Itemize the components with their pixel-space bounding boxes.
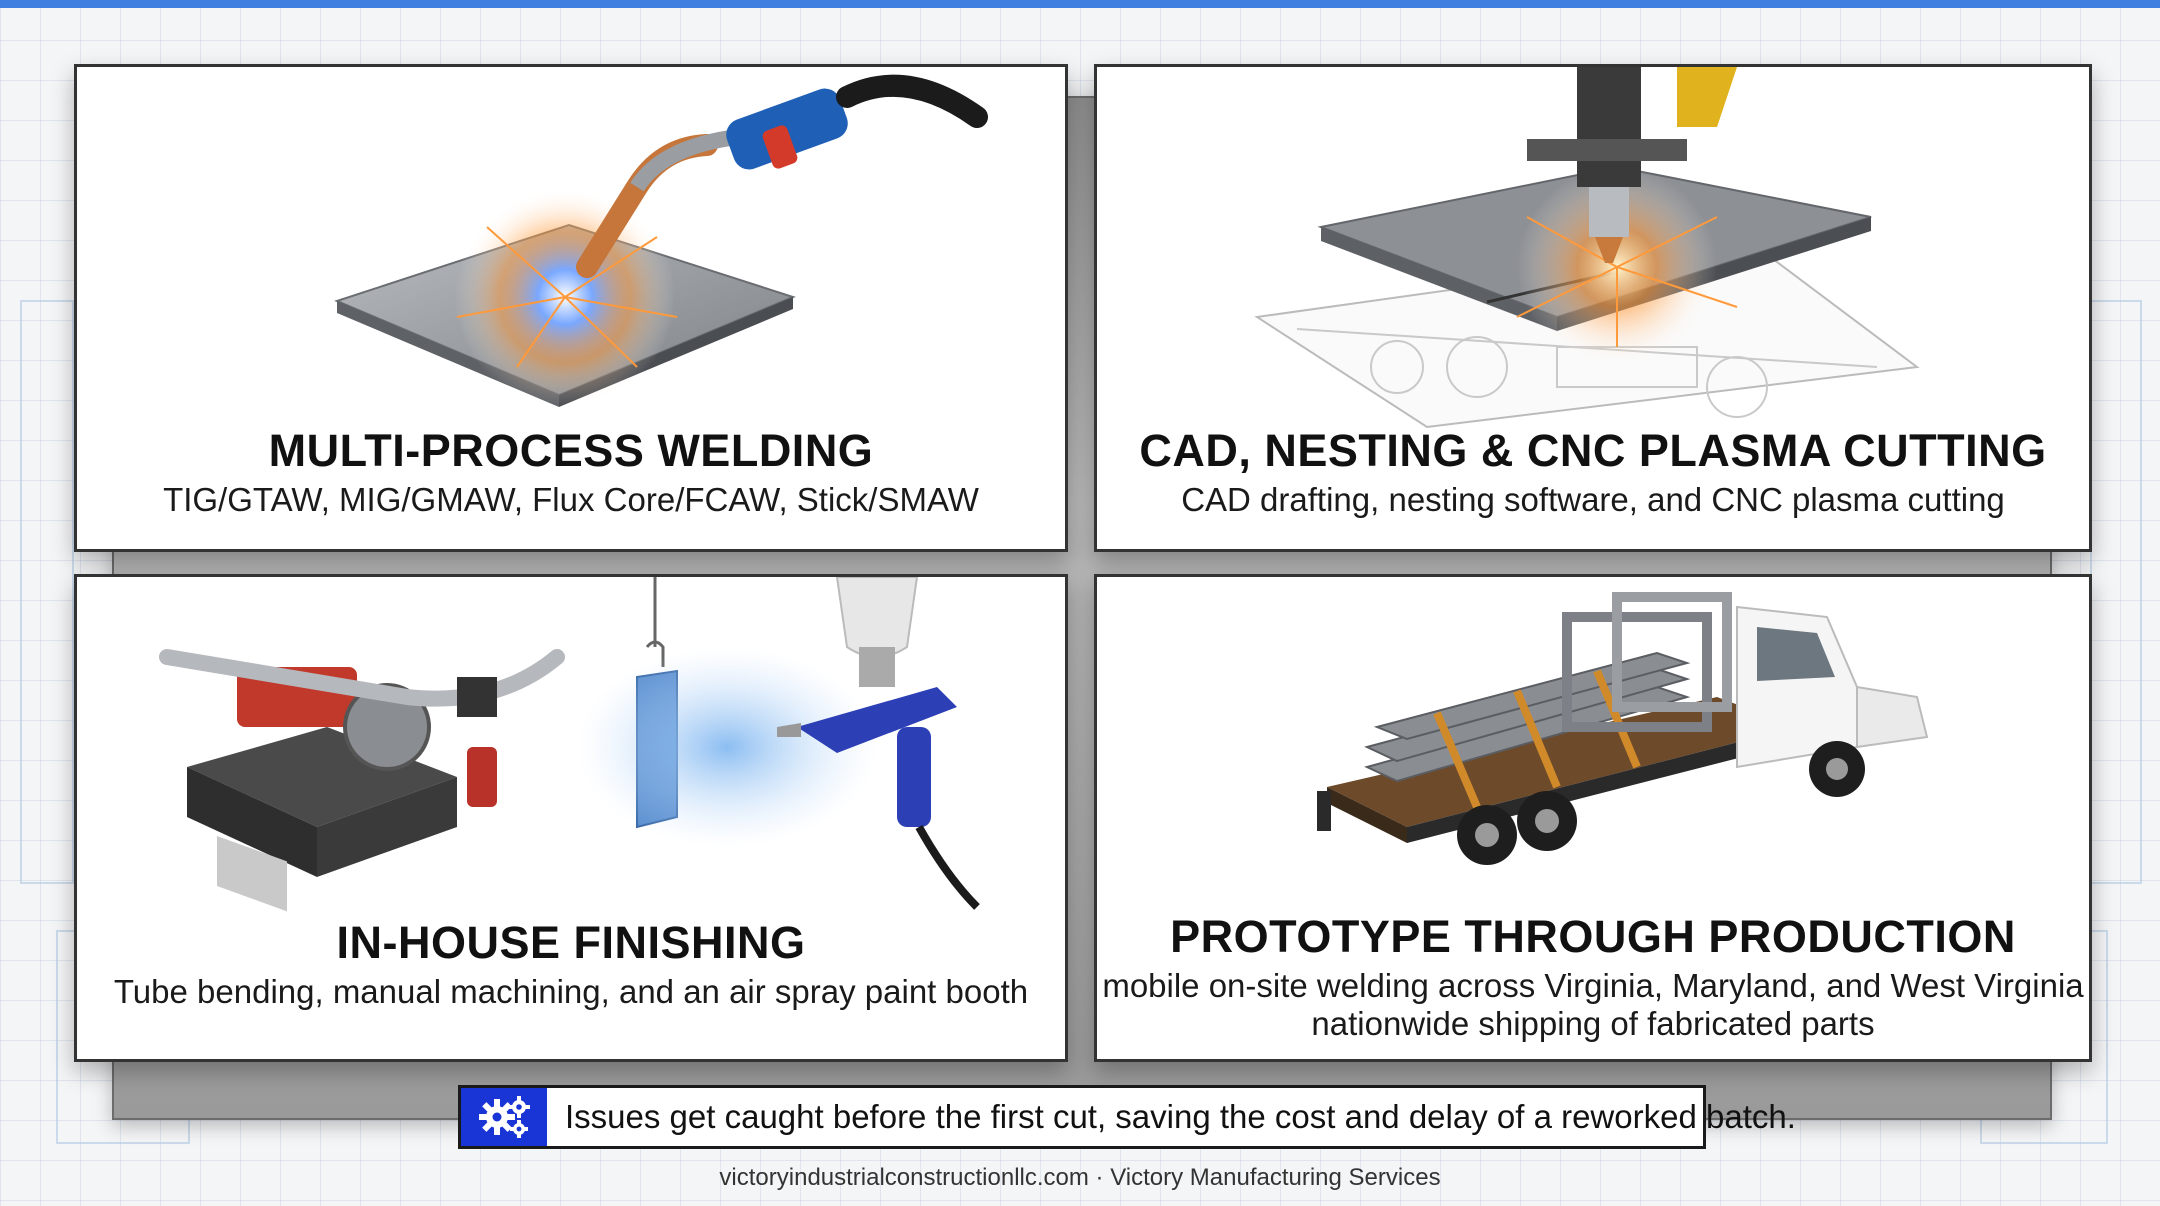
card-title: PROTOTYPE THROUGH PRODUCTION xyxy=(1170,911,2016,962)
tube-bender-and-spray-gun-icon xyxy=(159,577,980,912)
card-subtitle: TIG/GTAW, MIG/GMAW, Flux Core/FCAW, Stic… xyxy=(163,481,979,518)
footer-attribution: victoryindustrialconstructionllc.com · V… xyxy=(719,1164,1441,1191)
decor-outline-left xyxy=(20,300,74,884)
top-accent-bar xyxy=(0,0,2160,8)
card-subtitle-line-1: mobile on-site welding across Virginia, … xyxy=(1102,967,2084,1004)
welding-torch-icon xyxy=(334,74,988,407)
card-title: MULTI-PROCESS WELDING xyxy=(268,425,874,476)
card-title: IN-HOUSE FINISHING xyxy=(336,917,806,968)
plasma-cutter-icon xyxy=(1254,67,1920,429)
card-cad-nesting-cnc: CAD, NESTING & CNC PLASMA CUTTING CAD dr… xyxy=(1094,64,2092,552)
flatbed-truck-icon xyxy=(1317,592,1929,865)
card-in-house-finishing: IN-HOUSE FINISHING Tube bending, manual … xyxy=(74,574,1068,1062)
callout-banner: Issues get caught before the first cut, … xyxy=(458,1085,1796,1149)
card-prototype-through-production: PROTOTYPE THROUGH PRODUCTION mobile on-s… xyxy=(1094,574,2092,1062)
banner-text: Issues get caught before the first cut, … xyxy=(565,1098,1796,1135)
card-subtitle-line-2: nationwide shipping of fabricated parts xyxy=(1311,1005,1875,1042)
card-subtitle: CAD drafting, nesting software, and CNC … xyxy=(1181,481,2005,518)
decor-outline-right xyxy=(2090,300,2142,884)
card-title: CAD, NESTING & CNC PLASMA CUTTING xyxy=(1139,425,2047,476)
gears-icon xyxy=(461,1088,547,1146)
card-subtitle: Tube bending, manual machining, and an a… xyxy=(113,973,1029,1010)
card-multi-process-welding: MULTI-PROCESS WELDING TIG/GTAW, MIG/GMAW… xyxy=(74,64,1068,552)
